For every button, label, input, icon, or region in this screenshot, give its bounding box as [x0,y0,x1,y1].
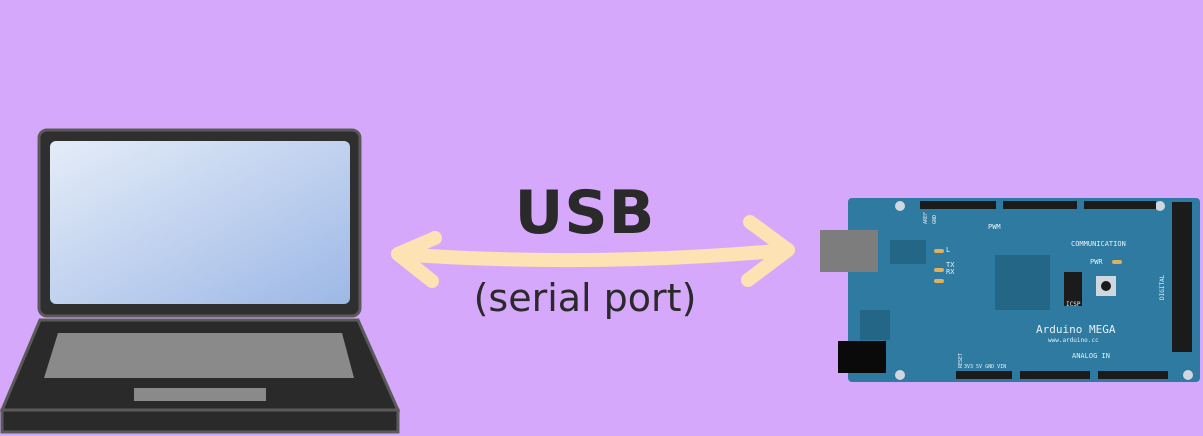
laptop-screen [50,141,350,304]
connection-subtitle: (serial port) [473,276,697,320]
double-arrow-icon [391,215,795,288]
laptop-trackpad [134,388,266,401]
laptop-icon [0,128,401,434]
laptop-keyboard [44,333,354,378]
label-pwr: PWR [1090,258,1103,266]
label-gnd: GND [932,215,938,224]
header-top-mid [1003,201,1077,209]
usb-connector [820,230,878,272]
header-analog-1 [1020,371,1090,379]
laptop-base-front [0,408,400,434]
arrow-head-left [391,231,442,288]
label-icsp: ICSP [1066,301,1081,308]
arrow-shaft [391,243,795,268]
label-reset: RESET [958,353,964,368]
board-name: Arduino MEGA [1036,323,1116,336]
label-led-l: L [946,246,950,254]
arrow-head-right [741,215,795,287]
label-rx: RX [946,268,955,276]
label-tx: TX [946,261,955,269]
header-top-right [1084,201,1156,209]
connection-title: USB [514,178,656,248]
label-communication: COMMUNICATION [1071,240,1126,248]
header-power [956,371,1012,379]
icsp-header [1064,272,1082,306]
main-chip [995,255,1050,310]
label-aref: AREF [923,212,929,224]
arduino-board-icon: Arduino MEGA www.arduino.cc PWM COMMUNIC… [820,198,1200,382]
header-top-left [920,201,996,209]
label-analog-in: ANALOG IN [1072,352,1110,360]
label-digital: DIGITAL [1159,274,1166,300]
header-digital [1172,202,1192,352]
label-pwm: PWM [988,223,1001,231]
board-url: www.arduino.cc [1048,337,1099,344]
header-analog-2 [1098,371,1168,379]
label-power-pins: 3V3 5V GND VIN [964,364,1006,370]
power-jack [838,341,886,373]
